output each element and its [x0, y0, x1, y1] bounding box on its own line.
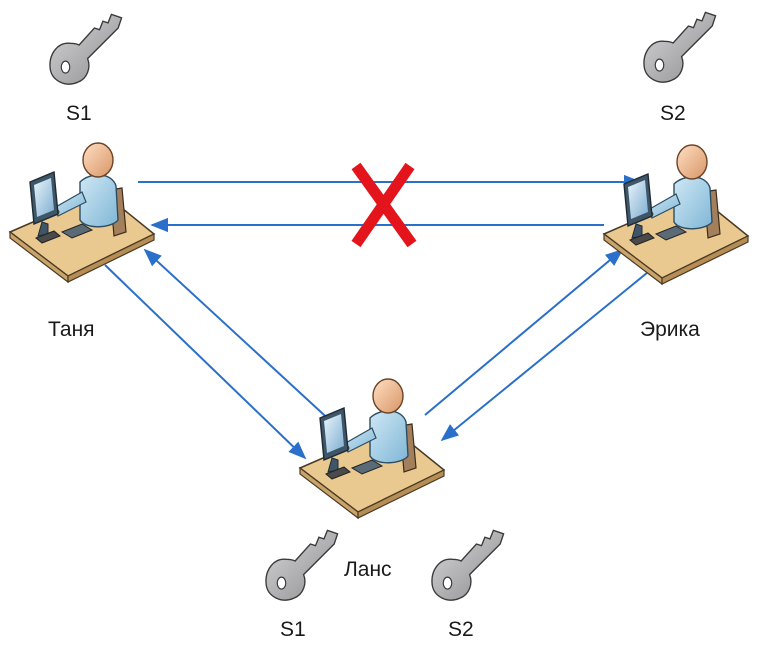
erika-name-label: Эрика — [640, 318, 700, 341]
erika-key-label: S2 — [660, 102, 686, 125]
lance-key-s1-label: S1 — [280, 618, 306, 641]
arrow-lance-to-erika — [424, 248, 624, 416]
tanya-key-label: S1 — [66, 102, 92, 125]
arrow-lance-to-tanya — [143, 248, 336, 426]
lance-key-s2-label: S2 — [448, 618, 474, 641]
lance-workstation-icon — [299, 378, 445, 519]
lance-key-s2-icon — [431, 529, 505, 601]
lance-key-s1-icon — [265, 529, 339, 601]
tanya-key-icon — [49, 13, 123, 85]
tanya-name-label: Таня — [48, 318, 95, 341]
blocked-x-icon — [351, 162, 417, 248]
erika-key-icon — [643, 11, 717, 83]
lance-name-label: Ланс — [344, 558, 392, 581]
tanya-workstation-icon — [9, 142, 155, 283]
arrow-tanya-to-lance — [104, 264, 307, 460]
arrow-erika-to-lance — [440, 267, 654, 442]
erika-workstation-icon — [603, 144, 749, 285]
